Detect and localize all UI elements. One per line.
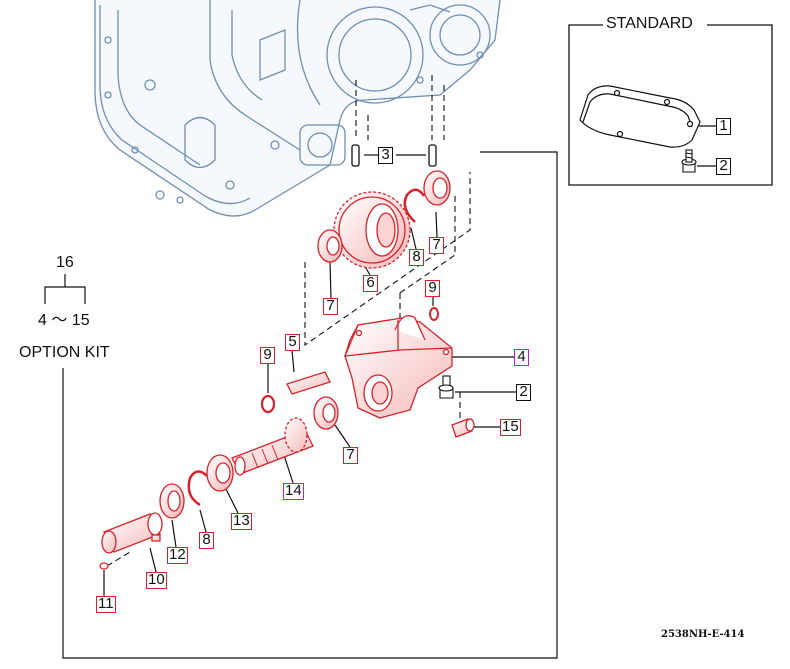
callout-15: 15	[500, 418, 521, 436]
callout-11: 11	[96, 595, 116, 613]
standard-title: STANDARD	[606, 15, 693, 32]
shaft-cap-icon	[101, 512, 163, 554]
ball-bearing-icon	[313, 396, 339, 430]
callout-3: 3	[378, 147, 393, 164]
ball-bearing-icon	[423, 170, 451, 206]
callout-9-left: 9	[260, 347, 275, 364]
callout-2-standard: 2	[716, 158, 731, 175]
callout-8-low: 8	[199, 532, 214, 549]
option-kit-group-number: 16	[56, 254, 74, 271]
o-ring-icon	[429, 307, 439, 321]
bolt-icon	[438, 375, 454, 399]
option-kit-range: 4 ～ 15	[38, 312, 90, 329]
leader-lines	[44, 125, 716, 659]
cover-plate-icon	[579, 85, 701, 148]
screw-icon	[99, 562, 109, 570]
callout-4: 4	[514, 349, 529, 366]
assembly-guide-lines	[106, 75, 471, 567]
callout-12: 12	[167, 546, 188, 564]
callout-8-top: 8	[409, 249, 424, 266]
dowel-pin-icon	[286, 371, 331, 395]
pto-housing-icon	[344, 315, 453, 419]
callout-7-top: 7	[429, 237, 444, 254]
callout-2-option: 2	[516, 384, 531, 401]
circlip-icon	[187, 470, 208, 507]
standard-frame	[568, 24, 773, 186]
figure-code: 2538NH-E-414	[661, 629, 745, 640]
shaft-cap-icon	[451, 418, 475, 438]
callout-7-mid: 7	[323, 298, 338, 315]
ball-bearing-icon	[206, 454, 234, 492]
ball-bearing-icon	[317, 229, 343, 263]
transmission-case-icon	[94, 0, 501, 217]
pto-shaft-icon	[231, 417, 314, 476]
red-parts	[99, 144, 475, 570]
callout-14: 14	[283, 482, 304, 500]
option-kit-label: OPTION KIT	[19, 344, 110, 361]
bolt-icon	[681, 149, 697, 173]
o-ring-icon	[260, 394, 276, 414]
callout-5: 5	[285, 334, 300, 351]
callout-1: 1	[716, 118, 731, 135]
callout-10: 10	[146, 571, 167, 589]
callout-13: 13	[231, 512, 252, 530]
callout-9-top: 9	[425, 280, 440, 297]
callout-6: 6	[363, 275, 378, 292]
circlip-icon	[403, 188, 426, 223]
callout-7-low: 7	[343, 447, 358, 464]
spur-gear-icon	[333, 191, 411, 269]
dowel-pin-icon	[351, 144, 437, 167]
oil-seal-icon	[159, 483, 185, 519]
